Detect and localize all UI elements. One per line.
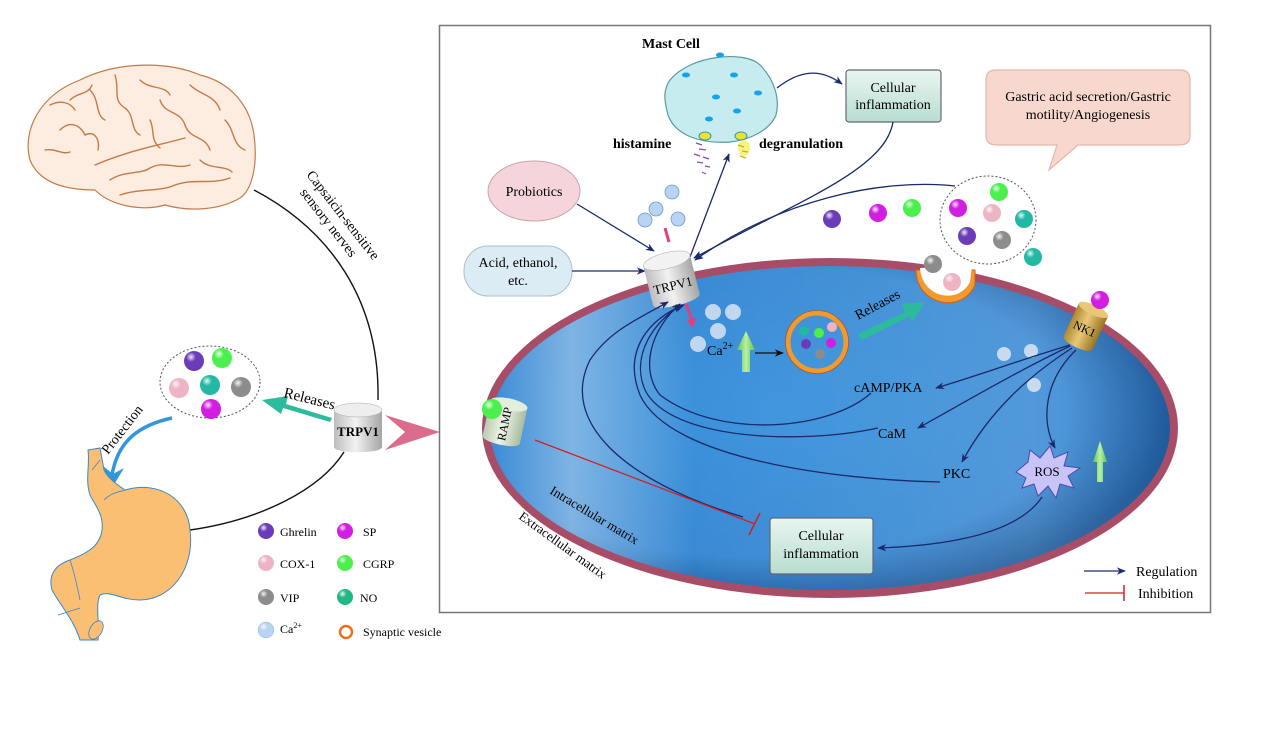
legend-item-cox1: COX-1 xyxy=(258,555,315,571)
trpv1-channel-right: TRPV1 xyxy=(643,250,700,308)
increase-arrow-calcium xyxy=(737,331,755,372)
histamine-label: histamine xyxy=(613,137,671,152)
molecule-cgrp xyxy=(212,348,232,368)
molecule-vip xyxy=(993,231,1011,249)
legend-item-synaptic-vesicle: Synaptic vesicle xyxy=(338,624,441,640)
arrow-legend: Regulation Inhibition xyxy=(1084,565,1197,602)
legend-item-vip: VIP xyxy=(258,589,300,605)
molecule-cgrp xyxy=(990,183,1008,201)
degranulation-particles xyxy=(737,140,750,159)
svg-text:Cellular: Cellular xyxy=(870,81,915,96)
mast-cell-label: Mast Cell xyxy=(642,37,700,52)
svg-text:VIP: VIP xyxy=(280,591,300,605)
svg-text:Regulation: Regulation xyxy=(1136,565,1197,580)
stomach-illustration xyxy=(50,447,192,641)
svg-text:Ca2+: Ca2+ xyxy=(280,621,302,636)
svg-text:Cellular: Cellular xyxy=(798,529,843,544)
legend-item-no: NO xyxy=(337,589,378,605)
histamine-particles xyxy=(693,142,711,175)
inhibition-line-ramp xyxy=(534,439,761,536)
zoom-pointer-chevron xyxy=(385,415,440,450)
degranulation-label: degranulation xyxy=(759,137,843,152)
exocytosis-pocket xyxy=(915,255,976,304)
molecule-cgrp-bound xyxy=(482,399,502,419)
regulation-arrows-external xyxy=(572,72,956,275)
legend-item-ghrelin: Ghrelin xyxy=(258,523,317,539)
molecule-legend: Ghrelin SP COX-1 CGRP VIP NO Ca2+ Synap xyxy=(257,523,441,640)
molecule-cox1 xyxy=(983,204,1001,222)
synaptic-vesicle xyxy=(785,310,849,374)
legend-item-ca: Ca2+ xyxy=(257,621,302,639)
molecule-cox1 xyxy=(169,378,189,398)
brain-illustration xyxy=(27,64,256,210)
molecule-vip xyxy=(924,255,942,273)
ros-label: ROS xyxy=(1034,464,1059,479)
released-molecules-cluster-left xyxy=(159,345,261,419)
sensory-nerve-line-lower xyxy=(189,451,345,531)
svg-text:CGRP: CGRP xyxy=(363,557,395,571)
molecule-cgrp xyxy=(903,199,921,217)
molecule-ghrelin xyxy=(823,210,841,228)
inflammation-box-top: Cellular inflammation xyxy=(845,69,942,123)
protection-arrow: Protection xyxy=(99,403,173,488)
svg-text:Probiotics: Probiotics xyxy=(506,185,563,200)
releases-arrow-left: Releases xyxy=(262,385,337,422)
calcium-label: Ca2+ xyxy=(707,341,734,359)
svg-text:Inhibition: Inhibition xyxy=(1138,587,1193,602)
legend-item-cgrp: CGRP xyxy=(337,555,395,571)
molecule-sp xyxy=(201,399,221,419)
nk1-receptor: NK1 xyxy=(1063,301,1109,351)
camp-pka-label: cAMP/PKA xyxy=(854,381,923,396)
mast-cell: Mast Cell histamine degranulati xyxy=(613,37,843,175)
svg-text:Synaptic vesicle: Synaptic vesicle xyxy=(363,625,441,639)
pkc-label: PKC xyxy=(943,467,970,482)
trpv1-channel-left: TRPV1 xyxy=(333,402,383,453)
increase-arrow-ros xyxy=(1093,441,1107,482)
cam-label: CaM xyxy=(878,427,907,442)
svg-text:NO: NO xyxy=(360,591,378,605)
molecule-cox1 xyxy=(943,273,961,291)
molecule-no xyxy=(1024,248,1042,266)
molecule-sp-bound xyxy=(1091,291,1109,309)
cell-body xyxy=(482,258,1178,598)
svg-text:inflammation: inflammation xyxy=(855,98,930,113)
inflammation-box-bottom: Cellular inflammation xyxy=(769,517,874,575)
acid-ethanol-node: Acid, ethanol, etc. xyxy=(463,245,573,297)
regulation-arrows-internal xyxy=(581,301,1077,552)
molecule-ghrelin xyxy=(184,351,204,371)
calcium-ions-intracellular xyxy=(690,304,741,352)
svg-text:COX-1: COX-1 xyxy=(280,557,315,571)
released-molecules-cluster-right xyxy=(939,175,1037,265)
svg-text:Acid, ethanol,: Acid, ethanol, xyxy=(479,256,558,271)
molecule-sp xyxy=(869,204,887,222)
calcium-entry-arrow xyxy=(684,303,694,321)
callout-line2: motility/Angiogenesis xyxy=(1026,108,1150,123)
svg-text:SP: SP xyxy=(363,525,377,539)
svg-text:etc.: etc. xyxy=(508,274,528,289)
trpv1-label-left: TRPV1 xyxy=(337,424,379,439)
molecule-no xyxy=(1015,210,1033,228)
svg-text:inflammation: inflammation xyxy=(783,547,858,562)
molecule-vip xyxy=(231,377,251,397)
sensory-nerve-line xyxy=(253,189,379,401)
legend-inhibition: Inhibition xyxy=(1085,585,1193,602)
callout-line1: Gastric acid secretion/Gastric xyxy=(1005,90,1171,105)
ros-burst: ROS xyxy=(1015,444,1082,500)
nerve-label: Capsaicin-sensitive sensory nerves xyxy=(296,168,381,263)
svg-text:Ghrelin: Ghrelin xyxy=(280,525,317,539)
effects-callout-bubble: Gastric acid secretion/Gastric motility/… xyxy=(985,69,1191,172)
calcium-ions-nk1 xyxy=(997,344,1041,392)
calcium-influx-marker xyxy=(663,227,671,243)
molecule-no xyxy=(200,375,220,395)
molecule-sp xyxy=(949,199,967,217)
calcium-ions-extracellular xyxy=(637,184,686,228)
molecule-ghrelin xyxy=(958,227,976,245)
legend-regulation: Regulation xyxy=(1084,565,1197,580)
probiotics-node: Probiotics xyxy=(487,160,581,222)
free-molecules xyxy=(823,199,1042,266)
legend-item-sp: SP xyxy=(337,523,377,539)
